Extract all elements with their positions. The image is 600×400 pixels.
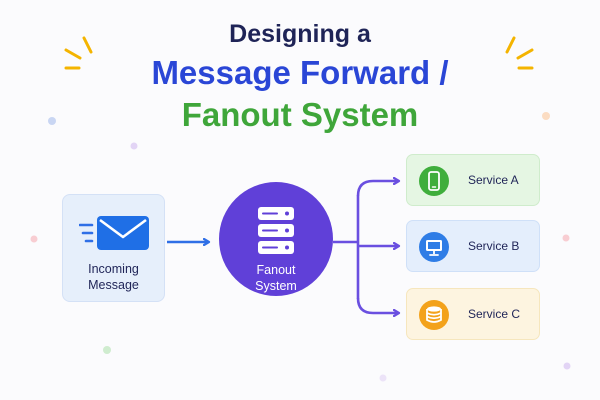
service-b-icon-badge	[419, 232, 449, 262]
fanout-label-line-2: System	[255, 279, 297, 293]
service-c-label: Service C	[468, 307, 521, 321]
decorative-dots	[30, 112, 571, 382]
arrow-to-service-a	[356, 181, 399, 197]
sparkle-left-icon	[64, 36, 93, 70]
fanout-system-label: Fanout System	[219, 262, 333, 294]
service-c-node: Service C	[406, 288, 540, 340]
server-stack-icon	[258, 207, 294, 254]
service-a-icon-badge	[419, 166, 449, 196]
service-a-label: Service A	[468, 173, 519, 187]
incoming-label-line-2: Message	[88, 278, 139, 292]
smartphone-icon	[428, 171, 440, 191]
incoming-message-node: Incoming Message	[62, 194, 165, 302]
fanout-label-line-1: Fanout	[256, 263, 296, 277]
sparkle-right-icon	[505, 36, 534, 70]
service-b-node: Service B	[406, 220, 540, 272]
fanout-system-node: Fanout System	[219, 182, 333, 296]
service-a-node: Service A	[406, 154, 540, 206]
incoming-message-label: Incoming Message	[63, 261, 164, 293]
incoming-label-line-1: Incoming	[88, 262, 139, 276]
service-c-icon-badge	[419, 300, 449, 330]
title-line-3: Fanout System	[181, 96, 419, 133]
arrow-to-service-c	[356, 297, 399, 313]
title-line-1: Designing a	[229, 20, 371, 48]
envelope-icon	[79, 216, 149, 250]
monitor-icon	[426, 240, 442, 256]
database-icon	[426, 306, 442, 323]
service-b-label: Service B	[468, 239, 520, 253]
title-line-2: Message Forward /	[151, 54, 449, 91]
